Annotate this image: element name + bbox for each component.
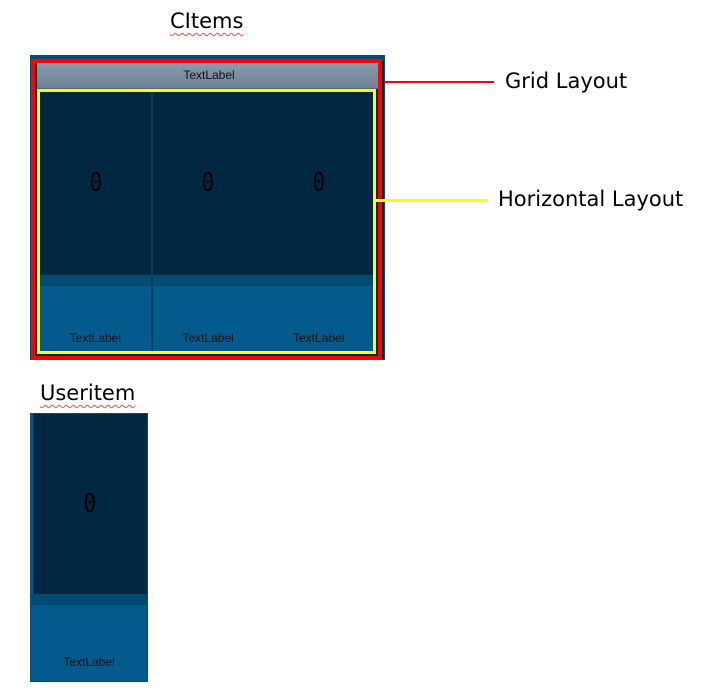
- grid-layout-label: Grid Layout: [505, 69, 628, 93]
- citems-title-label: TextLabel: [183, 68, 235, 82]
- useritem-value: 0: [83, 489, 97, 519]
- citems-widget: TextLabel 0 TextLabel 0 TextLabel 0: [30, 55, 385, 360]
- useritem-label-panel: TextLabel: [31, 605, 147, 681]
- useritem-value-panel: 0: [31, 414, 147, 594]
- citems-outer-edge: [30, 55, 385, 61]
- horizontal-layout-label: Horizontal Layout: [498, 187, 684, 211]
- useritem-heading: Useritem: [40, 381, 136, 405]
- citem-label-panel: TextLabel: [40, 286, 151, 353]
- citem-value: 0: [201, 168, 215, 198]
- citems-heading: CItems: [170, 9, 244, 33]
- horizontal-layout-pointer-line: [375, 199, 488, 202]
- useritem-divider-strip: [31, 594, 147, 605]
- citem-label: TextLabel: [182, 331, 234, 345]
- citems-title-bar: TextLabel: [37, 62, 381, 89]
- citem-divider-strip: [263, 275, 375, 286]
- citem-cell[interactable]: 0 TextLabel: [40, 91, 151, 353]
- citem-value-panel: 0: [263, 91, 375, 275]
- citem-value-panel: 0: [40, 91, 151, 275]
- citem-label: TextLabel: [69, 331, 122, 345]
- citem-label: TextLabel: [292, 331, 345, 345]
- citems-horizontal-layout: 0 TextLabel 0 TextLabel 0 TextLabel: [40, 91, 375, 353]
- citem-divider-strip: [152, 275, 264, 286]
- citem-label-panel: TextLabel: [263, 286, 375, 353]
- citem-divider-strip: [40, 275, 151, 286]
- citem-cell[interactable]: 0 TextLabel: [263, 91, 375, 353]
- citem-value: 0: [89, 168, 102, 198]
- citem-value: 0: [312, 168, 325, 198]
- citem-cell[interactable]: 0 TextLabel: [150, 91, 264, 353]
- citem-value-panel: 0: [152, 91, 264, 275]
- citem-label-panel: TextLabel: [152, 286, 264, 353]
- useritem-label: TextLabel: [63, 655, 115, 669]
- useritem-widget[interactable]: 0 TextLabel: [30, 413, 148, 682]
- grid-layout-pointer-line: [384, 81, 494, 83]
